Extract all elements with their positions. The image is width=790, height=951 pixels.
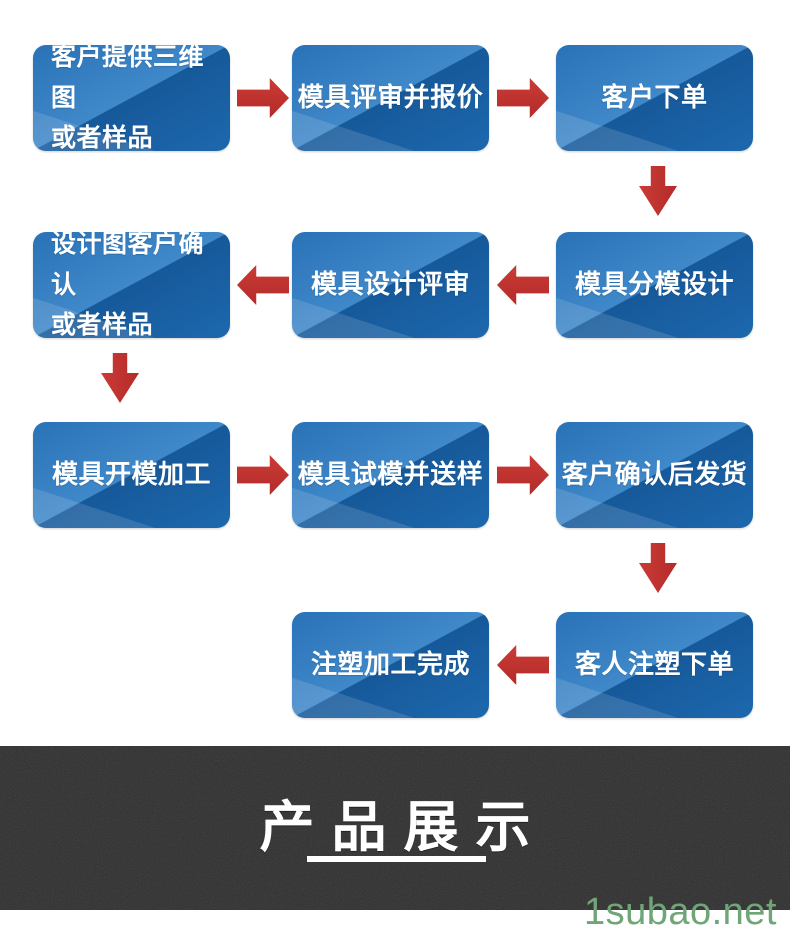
flow-step-mold-trial-sample: 模具试模并送样 [292, 422, 489, 528]
flow-step-injection-order: 客人注塑下单 [556, 612, 753, 718]
section-banner: 产品展示 [0, 746, 790, 910]
watermark: 1subao.net [583, 891, 777, 933]
arrow-right-icon [497, 455, 549, 495]
flow-step-customer-provides-3d: 客户提供三维图 或者样品 [33, 45, 230, 151]
flow-step-mold-making: 模具开模加工 [33, 422, 230, 528]
arrow-down-icon [639, 543, 677, 593]
arrow-down-icon [639, 166, 677, 216]
flow-step-label: 模具试模并送样 [297, 459, 484, 490]
flow-step-label: 客户提供三维图 或者样品 [51, 45, 205, 151]
arrow-right-icon [497, 78, 549, 118]
grain-texture [0, 746, 790, 910]
arrow-right-icon [237, 78, 289, 118]
flow-step-design-customer-confirm: 设计图客户确认 或者样品 [33, 232, 230, 338]
flow-step-label: 模具分模设计 [574, 269, 734, 300]
flow-step-label: 客户确认后发货 [561, 459, 748, 490]
title-underline-rule [307, 856, 486, 862]
flow-step-customer-order: 客户下单 [556, 45, 753, 151]
arrow-left-icon [497, 265, 549, 305]
arrow-down-icon [101, 353, 139, 403]
flow-step-label: 模具评审并报价 [297, 82, 484, 113]
flow-step-ship-after-confirm: 客户确认后发货 [556, 422, 753, 528]
flow-step-label: 设计图客户确认 或者样品 [51, 232, 205, 338]
flow-step-label: 注塑加工完成 [310, 649, 470, 680]
flow-step-label: 模具设计评审 [310, 269, 470, 300]
section-title: 产品展示 [259, 796, 548, 858]
flow-step-mold-design-review: 模具设计评审 [292, 232, 489, 338]
flow-step-label: 客户下单 [601, 82, 708, 113]
flow-step-mold-parting-design: 模具分模设计 [556, 232, 753, 338]
flow-step-label: 客人注塑下单 [574, 649, 734, 680]
arrow-right-icon [237, 455, 289, 495]
flow-step-injection-done: 注塑加工完成 [292, 612, 489, 718]
flow-step-mold-review-quote: 模具评审并报价 [292, 45, 489, 151]
arrow-left-icon [497, 645, 549, 685]
arrow-left-icon [237, 265, 289, 305]
flow-step-label: 模具开模加工 [51, 459, 211, 490]
